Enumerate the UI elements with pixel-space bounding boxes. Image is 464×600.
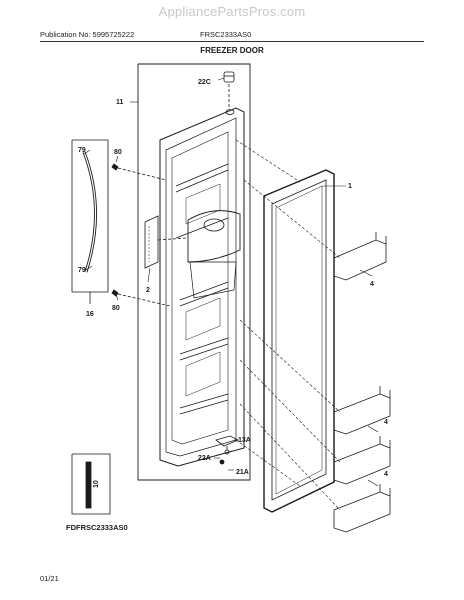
callout-gasket-sample: 10: [93, 480, 100, 488]
cap-part: [223, 71, 235, 108]
callout-handle-bracket-bottom: 79: [78, 267, 86, 274]
page-title: FREEZER DOOR: [200, 46, 264, 55]
door-bin-lower: [333, 436, 391, 485]
door-liner: [159, 107, 245, 467]
hinge-bracket: [215, 435, 239, 465]
callout-cap: 22C: [198, 79, 211, 86]
door-bin-mid: [333, 386, 391, 435]
watermark: AppliancePartsPros.com: [158, 4, 306, 19]
callout-hinge-pin: 22A: [198, 455, 211, 462]
drawing-code: FDFRSC2333AS0: [66, 523, 128, 532]
handle-box: [71, 139, 109, 304]
callout-bin-lower: 4: [384, 471, 388, 478]
callout-gasket: 1: [348, 183, 352, 190]
publication-number: Publication No: 5995725222: [40, 30, 135, 39]
leader-lines: [83, 77, 379, 487]
callout-bin-top: 4: [370, 281, 374, 288]
callout-hinge-bracket: 13A: [238, 437, 251, 444]
model-number: FRSC2333AS0: [200, 30, 252, 39]
door-outline-box: [137, 63, 251, 481]
gasket-sample-box: [71, 453, 111, 515]
door-bin-top: [333, 232, 387, 281]
header-rule: [40, 41, 424, 42]
door-gasket: [263, 169, 335, 513]
alignment-lines: [235, 139, 341, 511]
callout-handle-bracket-top: 79: [78, 147, 86, 154]
callout-hinge-screw: 21A: [236, 469, 249, 476]
door-bin-bottom: [333, 484, 391, 533]
screw-bottom: [111, 289, 171, 307]
callout-screw-top: 80: [114, 149, 122, 156]
trim-strip: [144, 215, 187, 269]
callout-door-panel: 11: [116, 99, 124, 106]
callout-bin-mid: 4: [384, 419, 388, 426]
callout-trim: 2: [146, 287, 150, 294]
screw-top: [111, 163, 167, 181]
callout-handle-assembly: 16: [86, 311, 94, 318]
callout-screw-bottom: 80: [112, 305, 120, 312]
revision-date: 01/21: [40, 574, 59, 583]
